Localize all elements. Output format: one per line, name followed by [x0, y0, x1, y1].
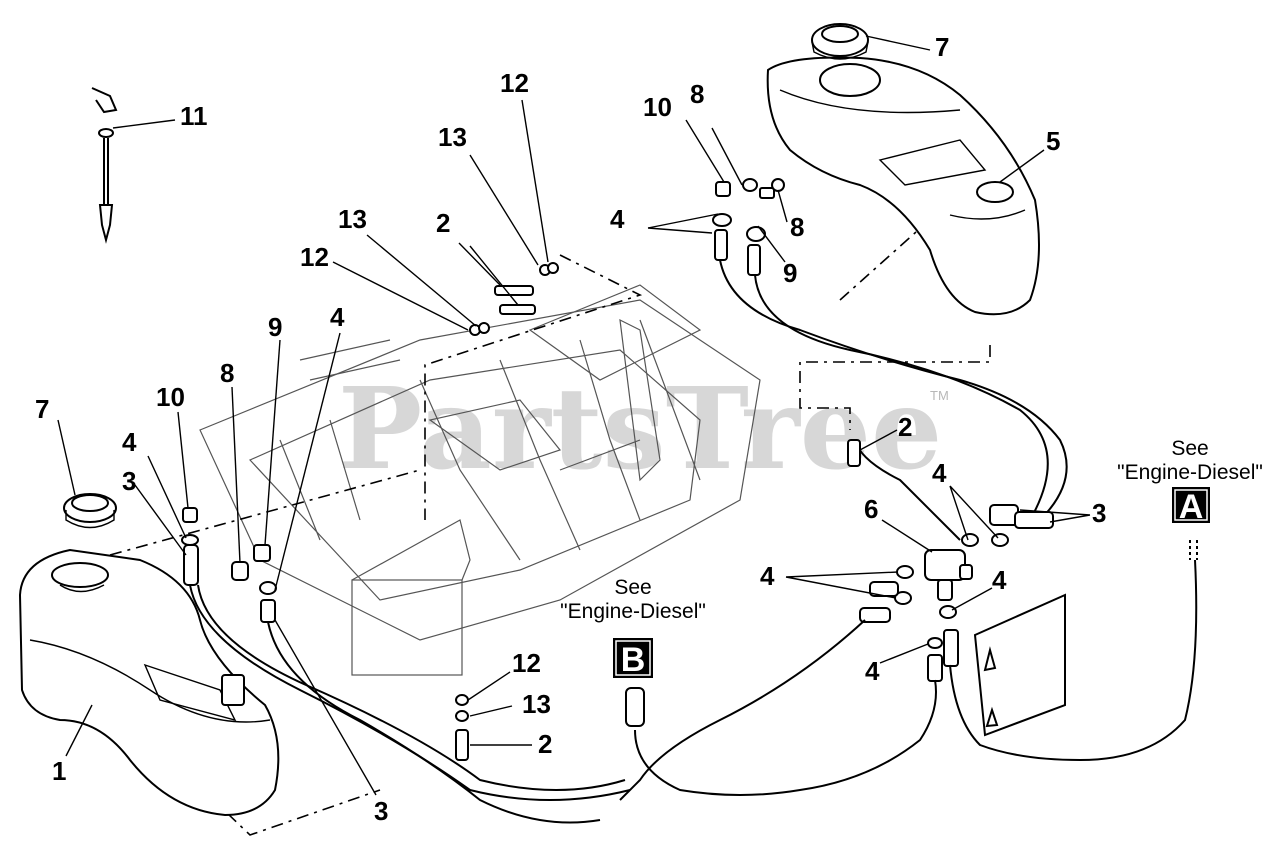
callout-4: 4: [992, 565, 1007, 595]
fuel-tee-6: [859, 504, 1054, 682]
callout-4: 4: [122, 427, 137, 457]
callout-13: 13: [438, 122, 467, 152]
callout-10: 10: [156, 382, 185, 412]
reference-a-letter: A: [1179, 488, 1204, 526]
callout-2: 2: [436, 208, 450, 238]
sender-11: [91, 87, 118, 244]
callout-4: 4: [865, 656, 880, 686]
callout-6: 6: [864, 494, 878, 524]
callout-1: 1: [52, 756, 66, 786]
callout-2: 2: [538, 729, 552, 759]
callout-9: 9: [268, 312, 282, 342]
callout-4: 4: [330, 302, 345, 332]
callout-13: 13: [338, 204, 367, 234]
callout-10: 10: [643, 92, 672, 122]
fittings-left: [181, 507, 277, 623]
reference-b: See "Engine-Diesel" B: [560, 576, 706, 679]
callout-5: 5: [1046, 126, 1060, 156]
reference-a-target: "Engine-Diesel": [1117, 461, 1263, 484]
callouts: 11 12 13 13 12 2 9 4 8 10 7 4 3 1 3 12 1…: [35, 32, 1106, 826]
callout-11: 11: [180, 101, 208, 131]
callout-12: 12: [512, 648, 541, 678]
reference-b-letter: B: [621, 641, 646, 679]
callout-8: 8: [220, 358, 234, 388]
callout-3: 3: [374, 796, 388, 826]
bolt-set-upper: [469, 262, 559, 336]
callout-9: 9: [783, 258, 797, 288]
callout-3: 3: [122, 466, 136, 496]
fittings-right: [712, 178, 785, 276]
fuel-tank-left: [18, 548, 280, 817]
bolt-set-lower: [455, 694, 469, 761]
fuel-cap-right: [811, 23, 869, 60]
mounting-plate: [973, 593, 1066, 737]
callout-8: 8: [690, 79, 704, 109]
reference-b-see: See: [614, 576, 651, 599]
mower-frame: [199, 284, 761, 676]
reference-a-see: See: [1171, 437, 1208, 460]
callout-3: 3: [1092, 498, 1106, 528]
watermark-tm: TM: [930, 388, 949, 403]
callout-4: 4: [610, 204, 625, 234]
callout-13: 13: [522, 689, 551, 719]
callout-12: 12: [300, 242, 329, 272]
callout-4: 4: [760, 561, 775, 591]
reference-a: See "Engine-Diesel" A: [1117, 437, 1263, 526]
callout-4: 4: [932, 458, 947, 488]
watermark: PartsTree: [338, 364, 942, 495]
callout-12: 12: [500, 68, 529, 98]
fuel-tank-right: [766, 56, 1040, 316]
callout-8: 8: [790, 212, 804, 242]
leader-lines: [57, 35, 1091, 796]
reference-b-target: "Engine-Diesel": [560, 600, 706, 623]
callout-2: 2: [898, 412, 912, 442]
callout-7: 7: [935, 32, 949, 62]
callout-7: 7: [35, 394, 49, 424]
fuel-cap-left: [63, 493, 117, 529]
